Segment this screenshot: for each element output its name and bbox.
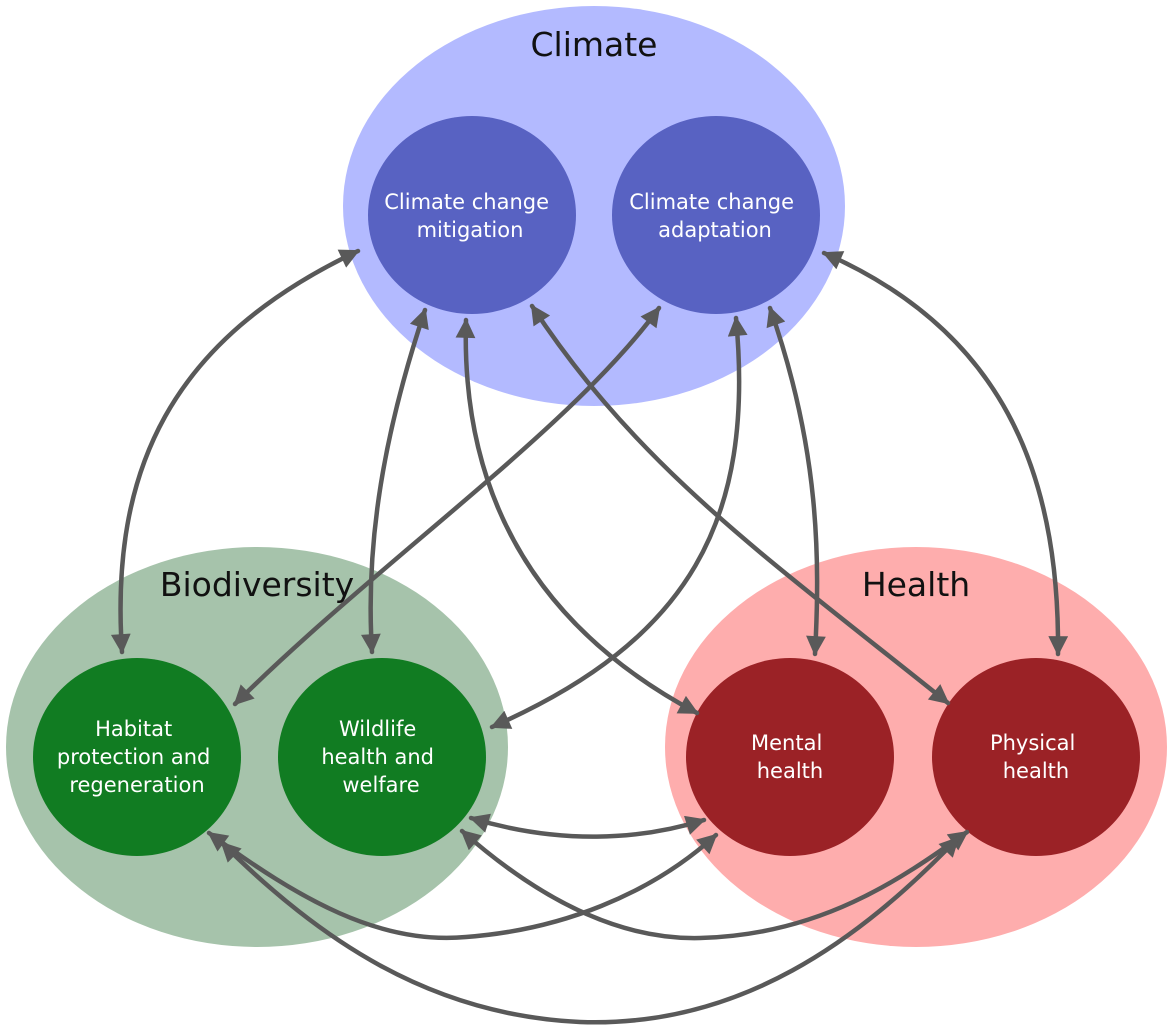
habitat-node bbox=[33, 658, 241, 856]
mitigation-label: Climate change mitigation bbox=[384, 190, 555, 242]
arrow-adaptation-wildlife bbox=[489, 315, 748, 730]
adaptation-label-line-2: adaptation bbox=[658, 218, 772, 242]
habitat-label-line-1: Habitat bbox=[95, 717, 172, 741]
habitat-label-line-2: protection and bbox=[57, 745, 210, 769]
arrow-mitigation-habitat bbox=[110, 248, 361, 655]
adaptation-label-line-1: Climate change bbox=[629, 190, 794, 214]
climate-title: Climate bbox=[531, 25, 658, 64]
physical-label-line-2: health bbox=[1003, 759, 1069, 783]
physical-label-line-1: Physical bbox=[990, 731, 1075, 755]
physical-node bbox=[932, 658, 1140, 856]
arrow-habitat-mental bbox=[206, 830, 719, 941]
adaptation-node bbox=[612, 116, 820, 314]
mitigation-node bbox=[368, 116, 576, 314]
physical-label: Physical health bbox=[990, 731, 1082, 783]
arrow-adaptation-physical bbox=[821, 250, 1069, 657]
wildlife-label-line-2: health and bbox=[321, 745, 434, 769]
arrow-layer bbox=[110, 248, 1069, 1025]
habitat-label: Habitat protection and regeneration bbox=[57, 717, 217, 797]
wildlife-node bbox=[278, 658, 486, 856]
wildlife-label: Wildlife health and welfare bbox=[321, 717, 440, 797]
mitigation-label-line-1: Climate change bbox=[384, 190, 549, 214]
biodiversity-title: Biodiversity bbox=[160, 565, 354, 604]
mitigation-label-line-2: mitigation bbox=[417, 218, 524, 242]
arrow-wildlife-mental bbox=[468, 813, 707, 839]
wildlife-label-line-3: welfare bbox=[342, 773, 419, 797]
habitat-label-line-3: regeneration bbox=[69, 773, 204, 797]
mental-label: Mental health bbox=[751, 731, 829, 783]
mental-label-line-2: health bbox=[757, 759, 823, 783]
mental-node bbox=[686, 658, 894, 856]
health-title: Health bbox=[862, 565, 970, 604]
arrow-adaptation-mental bbox=[766, 305, 826, 657]
mental-label-line-1: Mental bbox=[751, 731, 822, 755]
wildlife-label-line-1: Wildlife bbox=[339, 717, 416, 741]
arrow-wildlife-physical bbox=[459, 828, 970, 941]
adaptation-label: Climate change adaptation bbox=[629, 190, 800, 242]
arrow-habitat-physical bbox=[219, 835, 961, 1025]
